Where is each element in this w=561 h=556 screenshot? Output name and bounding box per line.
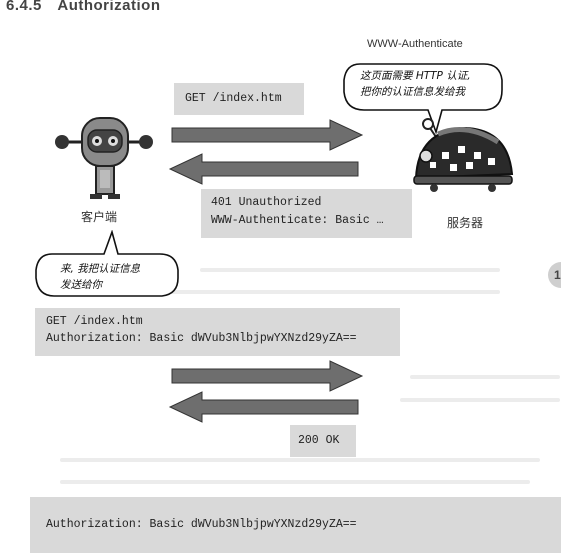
server-label: 服务器 (447, 216, 484, 230)
response-2-text: 200 OK (298, 434, 340, 447)
bleed-line (60, 458, 540, 462)
server-robot-icon (413, 118, 514, 192)
client-bubble-line-2: 发送给你 (60, 279, 102, 291)
response-1-line-1: 401 Unauthorized (211, 196, 322, 209)
server-bubble-line-2: 把你的认证信息发给我 (360, 86, 465, 98)
response-1-box (201, 189, 412, 238)
bleed-line (400, 398, 560, 402)
response-1-line-2: WWW-Authenticate: Basic … (211, 214, 384, 227)
arrow-left-icon (168, 153, 359, 185)
bleed-line (60, 480, 530, 484)
client-speech-bubble (35, 230, 179, 297)
www-authenticate-label: WWW-Authenticate (367, 38, 463, 50)
arrow-left-icon (168, 391, 359, 423)
arrow-right-icon (171, 360, 364, 392)
server-bubble-line-1: 这页面需要 HTTP 认证, (360, 70, 471, 82)
bleed-line (170, 290, 500, 294)
server-speech-bubble (343, 63, 503, 135)
request-2-line-1: GET /index.htm (46, 315, 143, 328)
section-title: 6.4.5 Authorization (6, 0, 161, 14)
response-2-box (290, 425, 356, 457)
client-robot-icon (55, 117, 153, 199)
authorization-example-box (30, 497, 561, 553)
client-label: 客户端 (81, 210, 118, 224)
authorization-example-text: Authorization: Basic dWVub3NlbjpwYXNzd29… (46, 518, 357, 531)
request-1-box (174, 83, 304, 115)
request-2-box (35, 308, 400, 356)
request-2-line-2: Authorization: Basic dWVub3NlbjpwYXNzd29… (46, 332, 357, 345)
client-bubble-line-1: 来, 我把认证信息 (60, 263, 141, 275)
request-1-text: GET /index.htm (185, 92, 282, 105)
bleed-line (410, 375, 560, 379)
bleed-line (200, 268, 500, 272)
arrow-right-icon (171, 119, 364, 151)
page-tab: 1 (548, 262, 561, 288)
